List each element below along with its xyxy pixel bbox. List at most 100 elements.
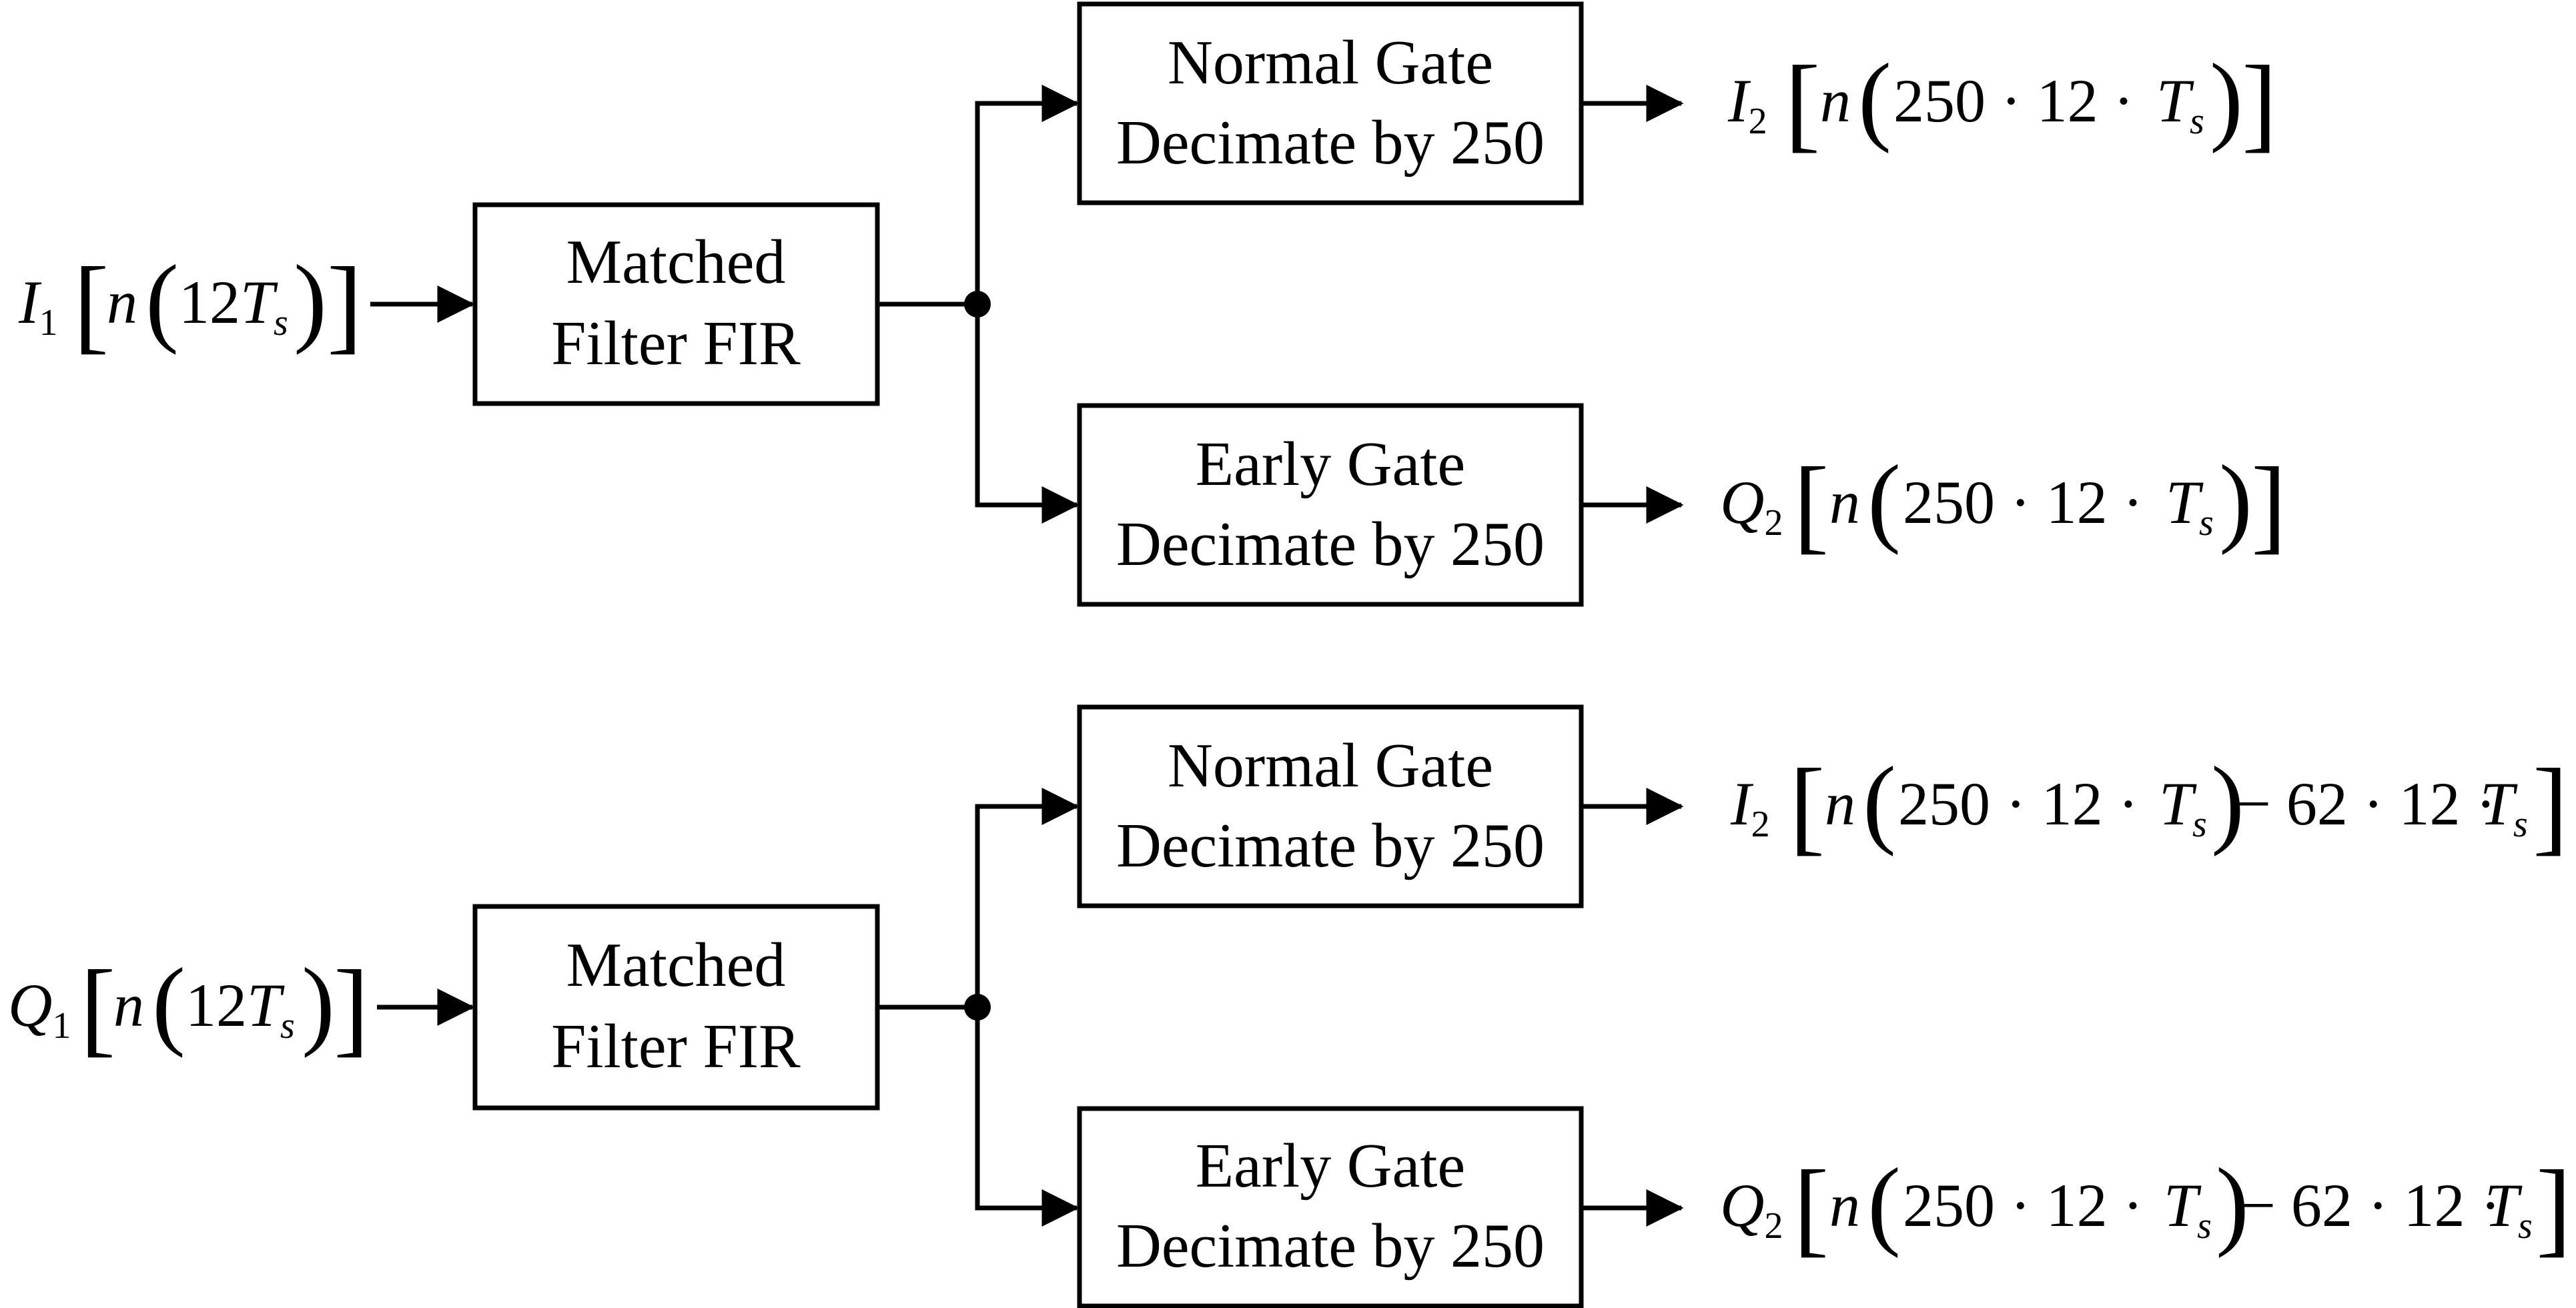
left-bracket: [ xyxy=(80,948,115,1067)
input-signal-q1: Q1 [ n ( 12 T s ) ] xyxy=(8,948,369,1067)
expr: 250 · 12 · xyxy=(1893,67,2134,135)
n-var: n xyxy=(1820,67,1851,135)
ts-subscript: s xyxy=(2192,804,2207,845)
arg-value: 12 xyxy=(179,268,240,336)
expr: 250 · 12 · xyxy=(1898,770,2138,838)
svg-text:Q1: Q1 xyxy=(8,971,71,1047)
block-label-line1: Matched xyxy=(566,227,786,297)
branch-down-arrow xyxy=(975,304,1080,524)
ts-symbol: T xyxy=(2164,1171,2202,1239)
left-paren: ( xyxy=(145,245,179,356)
left-bracket: [ xyxy=(1789,746,1825,865)
ts-symbol: T xyxy=(2156,67,2194,135)
offset-expr: − 62 · 12 · xyxy=(2236,770,2496,838)
block-label-line2: Decimate by 250 xyxy=(1116,510,1545,579)
block-label-line2: Filter FIR xyxy=(551,309,801,378)
right-paren: ) xyxy=(2211,746,2244,857)
svg-text:I2: I2 xyxy=(1730,770,1770,845)
ts-symbol: T xyxy=(2159,770,2197,838)
ts-subscript: s xyxy=(274,302,288,344)
left-bracket: [ xyxy=(1793,445,1829,564)
input-signal-i1: I1 [ n ( 12 T s ) ] xyxy=(18,245,362,364)
offset-expr: − 62 · 12 · xyxy=(2241,1171,2501,1239)
left-bracket: [ xyxy=(1785,43,1820,162)
right-paren: ) xyxy=(2219,445,2252,556)
block-label-line1: Early Gate xyxy=(1196,1131,1466,1201)
bottom-path: Q1 [ n ( 12 T s ) ] Matched Filter FIR N… xyxy=(8,704,2571,1308)
signal-symbol: I xyxy=(1727,67,1751,135)
ts-symbol: T xyxy=(240,268,278,336)
signal-symbol: I xyxy=(1730,770,1754,838)
svg-text:Q2: Q2 xyxy=(1720,468,1783,544)
left-paren: ( xyxy=(1867,1148,1901,1259)
signal-symbol: Q xyxy=(1720,1171,1764,1239)
branch-up-arrow xyxy=(975,788,1080,1007)
ts-symbol: T xyxy=(247,971,285,1039)
block-label-line2: Decimate by 250 xyxy=(1116,108,1545,177)
block-label-line1: Matched xyxy=(566,930,786,1000)
normal-gate-block: Normal Gate Decimate by 250 xyxy=(1077,704,1584,908)
matched-filter-block: Matched Filter FIR xyxy=(472,904,880,1111)
left-paren: ( xyxy=(1863,746,1896,857)
signal-subscript: 1 xyxy=(52,1005,71,1047)
right-bracket: ] xyxy=(327,245,362,364)
arg-value: 12 xyxy=(185,971,247,1039)
normal-gate-block: Normal Gate Decimate by 250 xyxy=(1077,1,1584,205)
signal-subscript: 2 xyxy=(1764,502,1783,544)
right-paren: ) xyxy=(302,948,335,1059)
top-path: I1 [ n ( 12 T s ) ] Matched Filter FIR N… xyxy=(18,1,2286,607)
block-label-line1: Normal Gate xyxy=(1168,731,1493,800)
block-label-line2: Decimate by 250 xyxy=(1116,1211,1545,1281)
block-label-line1: Early Gate xyxy=(1196,430,1466,499)
right-paren: ) xyxy=(294,245,327,356)
signal-symbol: I xyxy=(18,268,42,336)
ts-symbol: T xyxy=(2480,770,2518,838)
block-label-line1: Normal Gate xyxy=(1168,28,1493,97)
ts-symbol: T xyxy=(2485,1171,2523,1239)
output-signal-q2: Q2 [ n ( 250 · 12 · T s ) ] xyxy=(1720,445,2286,564)
n-var: n xyxy=(1829,1171,1860,1239)
signal-subscript: 1 xyxy=(39,302,58,344)
ts-subscript: s xyxy=(280,1005,295,1047)
branch-up-arrow xyxy=(975,85,1080,304)
n-var: n xyxy=(107,268,137,336)
left-bracket: [ xyxy=(1793,1148,1829,1267)
right-paren: ) xyxy=(2216,1148,2249,1259)
right-bracket: ] xyxy=(2533,746,2568,865)
output-signal-q2-offset: Q2 [ n ( 250 · 12 · T s ) − 62 · 12 · T … xyxy=(1720,1148,2571,1267)
ts-symbol: T xyxy=(2166,468,2204,536)
ts-subscript: s xyxy=(2513,804,2528,845)
left-bracket: [ xyxy=(73,245,109,364)
right-bracket: ] xyxy=(334,948,369,1067)
signal-symbol: Q xyxy=(8,971,52,1039)
early-gate-block: Early Gate Decimate by 250 xyxy=(1077,1106,1584,1308)
expr: 250 · 12 · xyxy=(1903,1171,2143,1239)
right-bracket: ] xyxy=(2536,1148,2571,1267)
signal-subscript: 2 xyxy=(1749,101,1767,142)
svg-text:Q2: Q2 xyxy=(1720,1171,1783,1247)
svg-text:I2: I2 xyxy=(1727,67,1767,142)
right-bracket: ] xyxy=(2242,43,2277,162)
output-signal-i2: I2 [ n ( 250 · 12 · T s ) ] xyxy=(1727,43,2277,162)
early-gate-block: Early Gate Decimate by 250 xyxy=(1077,403,1584,607)
output-signal-i2-offset: I2 [ n ( 250 · 12 · T s ) − 62 · 12 · T … xyxy=(1730,746,2568,865)
left-paren: ( xyxy=(152,948,185,1059)
svg-text:I1: I1 xyxy=(18,268,58,344)
n-var: n xyxy=(1829,468,1860,536)
ts-subscript: s xyxy=(2197,1205,2212,1247)
ts-subscript: s xyxy=(2190,101,2204,142)
expr: 250 · 12 · xyxy=(1903,468,2143,536)
n-var: n xyxy=(113,971,144,1039)
block-label-line2: Filter FIR xyxy=(551,1012,801,1081)
block-label-line2: Decimate by 250 xyxy=(1116,811,1545,880)
left-paren: ( xyxy=(1867,445,1901,556)
n-var: n xyxy=(1825,770,1855,838)
ts-subscript: s xyxy=(2199,502,2214,544)
matched-filter-block: Matched Filter FIR xyxy=(472,202,880,406)
ts-subscript: s xyxy=(2518,1205,2533,1247)
right-bracket: ] xyxy=(2251,445,2286,564)
signal-subscript: 2 xyxy=(1751,804,1770,845)
left-paren: ( xyxy=(1858,43,1891,154)
right-paren: ) xyxy=(2210,43,2243,154)
